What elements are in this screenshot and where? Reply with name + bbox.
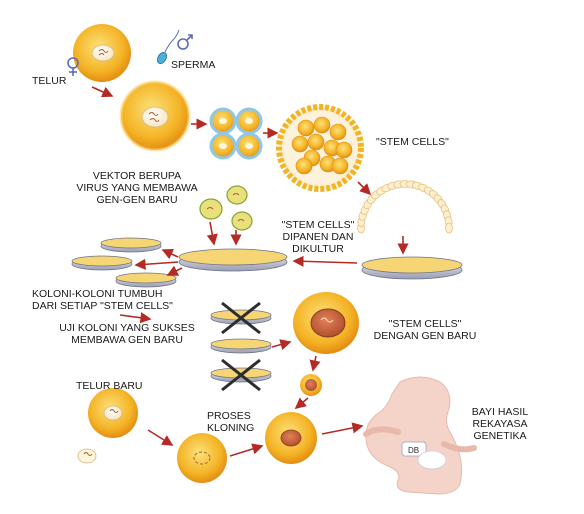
- baby-label: BAYI HASIL REKAYASA GENETIKA: [471, 406, 529, 442]
- test-label: UJI KOLONI YANG SUKSES MEMBAWA GEN BARU: [59, 322, 195, 346]
- vector-label: VEKTOR BERUPA VIRUS YANG MEMBAWA GEN-GEN…: [76, 170, 198, 206]
- petri-dish-left-3: [115, 272, 177, 288]
- new-egg: [88, 388, 138, 438]
- inner-cell: [313, 116, 331, 134]
- petri-dish-left-2: [71, 255, 133, 271]
- sperm-label: SPERMA: [171, 59, 216, 71]
- harvest-label: "STEM CELLS" DIPANEN DAN DIKULTUR: [281, 219, 355, 255]
- cloned-egg: [265, 412, 317, 464]
- egg-cell: [73, 24, 131, 82]
- new-egg-label: TELUR BARU: [76, 380, 143, 392]
- inner-cell: [291, 135, 309, 153]
- inner-cell: [297, 119, 315, 137]
- inner-cell: [307, 133, 325, 151]
- new-gene-cells-label: "STEM CELLS" DENGAN GEN BARU: [373, 318, 477, 342]
- petri-dish-right: [361, 256, 463, 280]
- egg-label: TELUR: [32, 75, 67, 87]
- test-dish-2: [210, 338, 272, 354]
- inner-cell: [335, 141, 353, 159]
- removed-nucleus: [77, 448, 97, 464]
- baby-figure: [363, 376, 477, 495]
- enucleated-egg: [177, 433, 227, 483]
- db-label: DB: [408, 446, 419, 455]
- inner-cell: [329, 123, 347, 141]
- test-dish-3: [210, 358, 272, 392]
- colonies-label: KOLONI-KOLONI TUMBUH DARI SETIAP "STEM C…: [32, 288, 173, 312]
- four-cell-embryo: [209, 107, 263, 160]
- stem-cell-new-gene: [293, 292, 359, 354]
- fertilized-egg: [119, 80, 191, 152]
- female-symbol-icon: [67, 57, 79, 76]
- small-cell: [300, 374, 322, 396]
- virus-vector: [199, 185, 253, 231]
- inner-cell: [295, 157, 313, 175]
- flow-arrows: [91, 86, 409, 457]
- petri-dish-main: [178, 248, 288, 272]
- stem-cells-label: "STEM CELLS": [376, 136, 449, 148]
- arc-cell: [445, 222, 453, 234]
- inner-cell: [331, 157, 349, 175]
- petri-dish-left-1: [100, 237, 162, 253]
- test-dish-1: [210, 301, 272, 335]
- sperm-icon: [157, 29, 180, 64]
- stem-cell-arc: [357, 180, 453, 234]
- blastocyst: [276, 104, 364, 192]
- male-symbol-icon: [177, 34, 193, 50]
- cloning-label: PROSES KLONING: [207, 410, 255, 434]
